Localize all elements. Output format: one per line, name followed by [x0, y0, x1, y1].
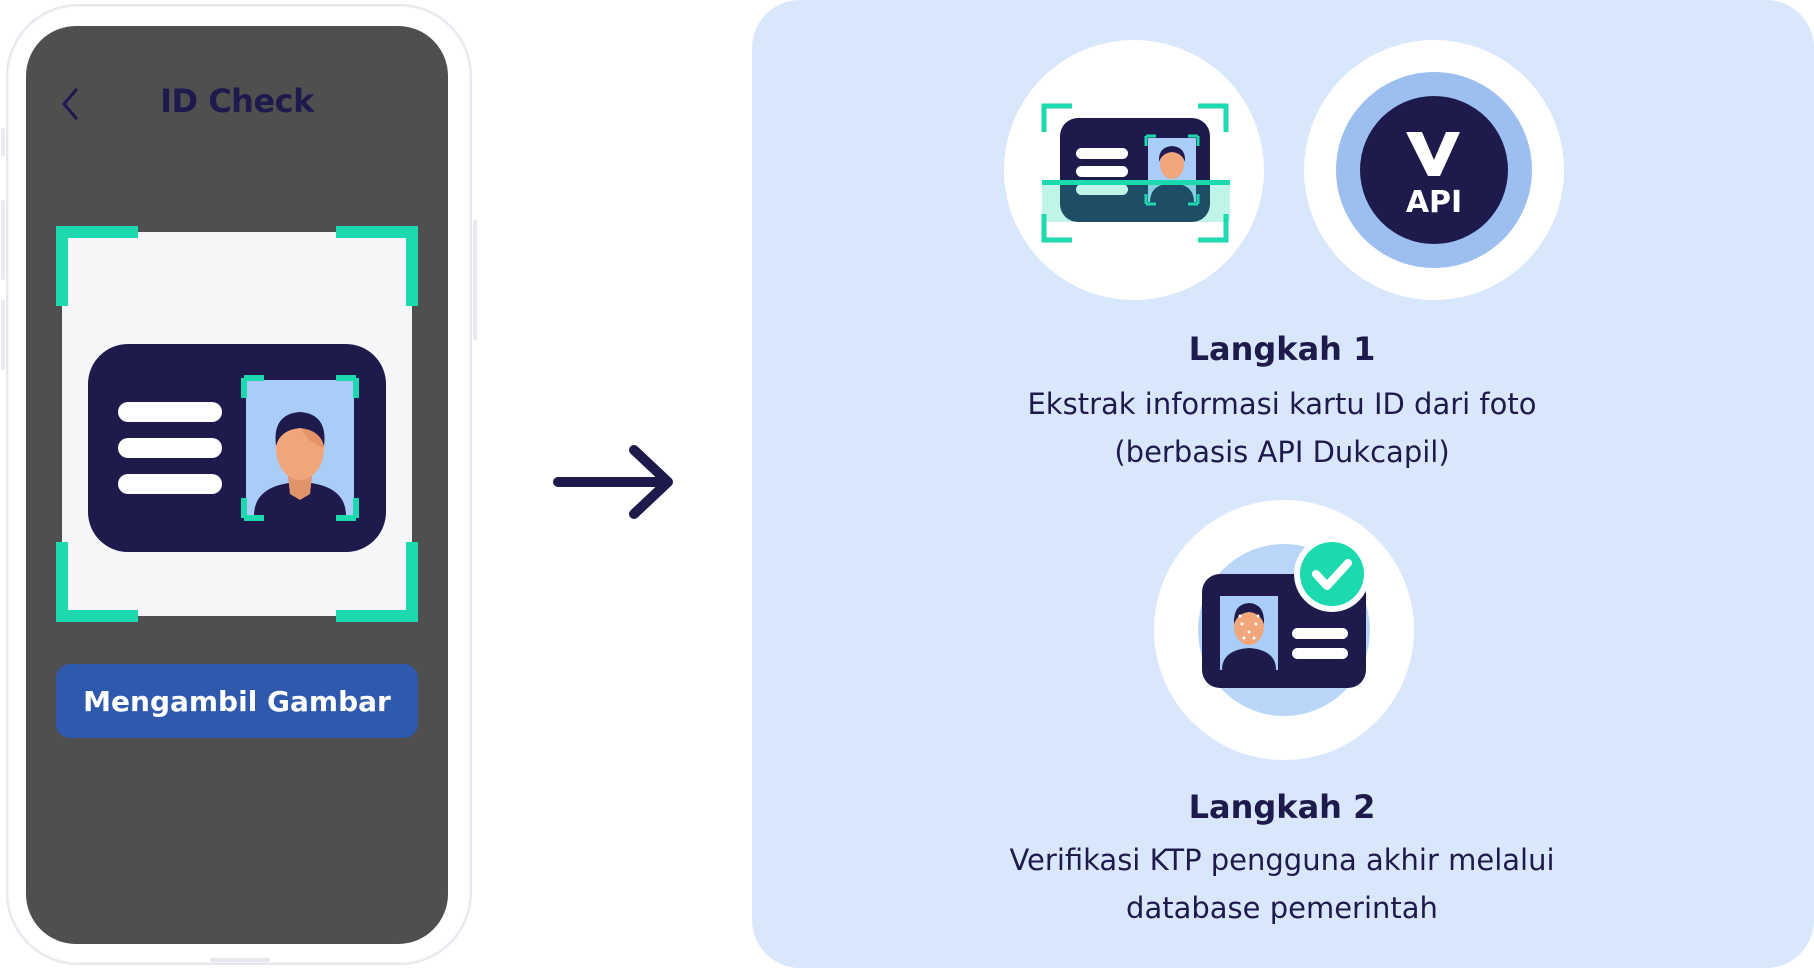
capture-frame	[56, 226, 418, 622]
phone-side-button	[1, 300, 5, 370]
step-1-title: Langkah 1	[1188, 330, 1376, 368]
scan-corner	[56, 542, 138, 622]
step-1-description-line1: Ekstrak informasi kartu ID dari foto	[1027, 387, 1537, 421]
arrow-right-icon	[553, 445, 673, 519]
checkmark-icon	[1312, 559, 1352, 590]
step-2-title: Langkah 2	[1188, 788, 1376, 826]
api-logo-icon: API	[1336, 72, 1532, 268]
api-logo-circle: API	[1304, 40, 1564, 300]
id-card-icon	[88, 344, 386, 552]
home-indicator	[210, 958, 270, 962]
phone-side-button	[1, 128, 5, 156]
api-logo-text: API	[1406, 185, 1462, 220]
step-2-description-line2: database pemerintah	[1126, 891, 1438, 925]
scan-corner	[56, 226, 138, 306]
steps-panel: API Langkah 1 Ekstrak informasi kartu ID…	[752, 0, 1814, 968]
phone-side-button	[1, 200, 5, 280]
id-scan-icon	[1041, 103, 1230, 243]
step-1-description-line2: (berbasis API Dukcapil)	[1114, 435, 1450, 469]
capture-image-button[interactable]: Mengambil Gambar	[56, 664, 418, 738]
scan-corner	[336, 226, 418, 306]
page-title: ID Check	[160, 82, 314, 120]
id-scan-circle	[1004, 40, 1264, 300]
back-icon[interactable]	[58, 86, 82, 122]
step-2-description-line1: Verifikasi KTP pengguna akhir melalui	[1009, 843, 1555, 877]
id-verified-icon	[1198, 536, 1370, 716]
id-verified-circle	[1154, 500, 1414, 760]
phone-screen: ID Check Mengam	[26, 26, 448, 944]
scan-corner	[336, 542, 418, 622]
phone-side-button	[473, 220, 477, 340]
